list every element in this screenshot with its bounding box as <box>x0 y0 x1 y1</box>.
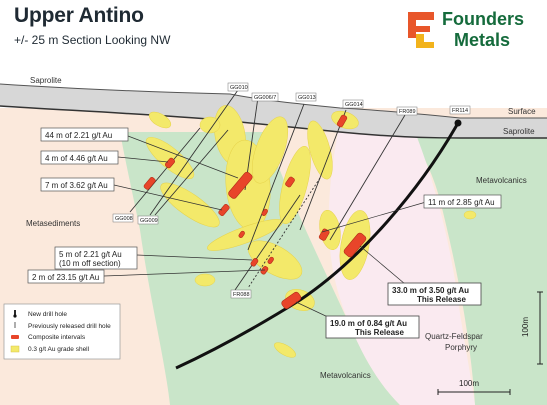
hole-tag-gg009: GG009 <box>140 218 158 224</box>
porphyry-label-line2: Porphyry <box>445 343 477 352</box>
release-19m: 19.0 m of 0.84 g/t Au <box>330 319 407 328</box>
hole-tags: GG010 GG006/7 GG013 GG014 FR089 FR114 GG… <box>112 82 471 299</box>
composite-interval <box>281 291 302 309</box>
drill-hole-gg008 <box>129 127 201 213</box>
figure-title: Upper Antino <box>14 4 144 27</box>
drill-hole-fr089 <box>329 114 406 241</box>
composite-interval <box>218 203 230 217</box>
grade-shell <box>160 182 220 228</box>
grade-shell <box>199 116 221 134</box>
saprolite-base-line <box>0 105 547 139</box>
intercept-44m: 44 m of 2.21 g/t Au <box>45 131 112 140</box>
composite-interval <box>165 157 175 169</box>
composite-interval <box>250 258 259 267</box>
grade-shell <box>251 116 289 184</box>
metasediments-label: Metasediments <box>26 219 80 228</box>
figure-subtitle: +/- 25 m Section Looking NW <box>14 33 171 47</box>
previous-drill-holes <box>129 89 406 291</box>
intercept-2m: 2 m of 23.15 g/t Au <box>32 273 99 282</box>
grade-shell <box>463 210 477 220</box>
drill-hole-gg009 <box>154 129 229 216</box>
intercept-5m: 5 m of 2.21 g/t Au <box>59 250 122 259</box>
grade-shell <box>307 120 333 180</box>
logo-word-founders: Founders <box>442 9 525 29</box>
composite-interval <box>238 230 245 238</box>
drill-hole-gg010 <box>149 89 239 216</box>
drill-hole-fr114 <box>175 122 460 370</box>
surface-label: Surface <box>508 107 536 116</box>
intercept-4m: 4 m of 4.46 g/t Au <box>45 154 108 163</box>
hole-tag-gg010: GG010 <box>230 85 248 91</box>
grade-shell <box>194 273 216 287</box>
grade-shell <box>279 145 311 225</box>
composite-interval <box>261 208 268 216</box>
logo-word-metals: Metals <box>454 30 511 50</box>
composite-interval <box>343 232 367 258</box>
porphyry-label-line1: Quartz-Feldspar <box>425 332 483 341</box>
grade-shell <box>247 240 303 280</box>
release-callouts: 33.0 m of 3.50 g/t Au This Release 19.0 … <box>325 282 482 339</box>
hole-tag-fr114: FR114 <box>452 108 468 114</box>
saprolite-unit <box>0 84 547 138</box>
drill-hole-gg013 <box>247 103 305 251</box>
collar-fr114 <box>454 119 462 127</box>
vertical-scale-label: 100m <box>521 317 530 337</box>
release-33m: 33.0 m of 3.50 g/t Au <box>392 286 469 295</box>
metavolcanics-label: Metavolcanics <box>320 371 371 380</box>
drill-hole-fr088 <box>247 177 321 289</box>
grade-shell <box>274 342 296 358</box>
hole-tag-gg014: GG014 <box>345 102 363 108</box>
intercept-7m: 7 m of 3.62 g/t Au <box>45 181 108 190</box>
legend-new-hole: New drill hole <box>28 311 67 318</box>
intercept-callouts: 44 m of 2.21 g/t Au 4 m of 4.46 g/t Au 7… <box>27 127 502 284</box>
intercept-11m: 11 m of 2.85 g/t Au <box>428 198 495 207</box>
hole-tag-fr089: FR089 <box>399 109 416 115</box>
scale-bars: 100m 100m <box>437 291 543 395</box>
composite-intervals <box>116 114 367 309</box>
composite-interval <box>318 228 330 241</box>
legend: New drill hole Previously released drill… <box>3 303 121 360</box>
legend-box <box>3 303 121 360</box>
release-19m-tag: This Release <box>355 328 404 337</box>
composite-interval <box>228 171 253 199</box>
release-33m-tag: This Release <box>417 295 466 304</box>
legend-composite: Composite intervals <box>28 334 86 341</box>
horizontal-scale-label: 100m <box>459 379 479 388</box>
grade-shells <box>111 105 477 358</box>
founders-metals-logo: Founders Metals <box>402 8 542 52</box>
drill-hole-gg014 <box>299 109 347 231</box>
grade-shell <box>148 111 172 129</box>
saprolite-label: Saprolite <box>30 76 62 85</box>
intercept-5m-note: (10 m off section) <box>59 259 121 268</box>
composite-interval <box>285 176 295 188</box>
logo-mark-icon <box>408 12 434 48</box>
legend-grade-shell: 0.3 g/t Au grade shell <box>28 346 90 353</box>
grade-shell <box>207 219 283 251</box>
hole-tag-fr088: FR088 <box>233 292 250 298</box>
hole-tag-gg008: GG008 <box>115 216 133 222</box>
hole-tag-gg006: GG006/7 <box>254 95 276 101</box>
hole-tag-gg013: GG013 <box>298 95 316 101</box>
leader-lines <box>103 135 427 319</box>
metavolcanics-label-east: Metavolcanics <box>476 176 527 185</box>
drill-hole-extra <box>234 194 301 291</box>
composite-interval <box>143 176 156 190</box>
saprolite-label-east: Saprolite <box>503 127 535 136</box>
legend-previous-hole: Previously released drill hole <box>28 323 111 330</box>
composite-interval <box>336 114 348 128</box>
composite-interval <box>267 256 274 264</box>
